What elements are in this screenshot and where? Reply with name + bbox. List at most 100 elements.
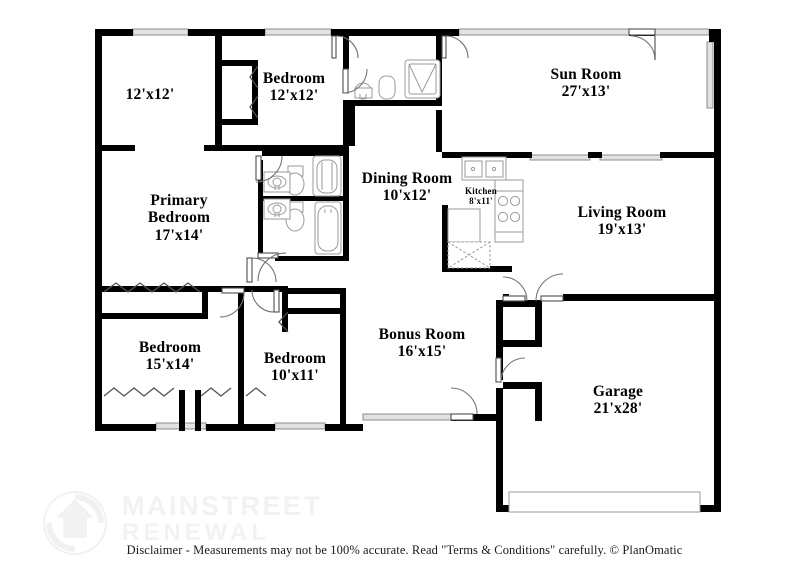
room-dimensions: 21'x28' bbox=[593, 400, 643, 418]
wall-bed2-closet-bottom bbox=[222, 119, 258, 125]
wall-sun-living-divider-1 bbox=[442, 152, 532, 158]
door-sunroom-entry bbox=[628, 28, 656, 61]
refrigerator bbox=[447, 208, 481, 243]
door-hall-bath bbox=[257, 252, 287, 282]
utility-shower bbox=[404, 59, 441, 99]
room-name: Living Room bbox=[577, 204, 667, 221]
wall-bath-top bbox=[262, 151, 349, 156]
wall-bed2-right-2 bbox=[343, 100, 349, 149]
window-living-a bbox=[529, 154, 591, 161]
room-label-bedroom-2: Bedroom 12'x12' bbox=[247, 70, 341, 105]
closet-rod-bed4 bbox=[200, 387, 232, 397]
wall-ext-garage-left bbox=[496, 420, 503, 512]
closet-rod-bed3 bbox=[103, 387, 175, 397]
room-dimensions: 10'x12' bbox=[382, 187, 432, 205]
wall-ext-right-1 bbox=[714, 36, 721, 108]
wall-ext-top-1 bbox=[95, 29, 133, 36]
door-living-hall bbox=[535, 273, 564, 302]
wall-utility-left-low bbox=[349, 100, 355, 146]
door-primary-bath bbox=[246, 257, 277, 283]
sink-hall bbox=[263, 198, 291, 220]
wall-dining-sunroom bbox=[436, 110, 442, 152]
closet-rod-primary bbox=[103, 282, 201, 293]
door-bonus-hall bbox=[502, 276, 528, 302]
wall-bed4-closet-h bbox=[282, 308, 346, 314]
room-label-garage: Garage 21'x28' bbox=[566, 383, 670, 418]
window-bottom-bonus bbox=[362, 413, 452, 421]
wall-bonus-niche-top bbox=[503, 300, 541, 307]
room-name: Bedroom bbox=[263, 350, 327, 367]
room-label-flex-room: 12'x12' bbox=[103, 86, 197, 103]
kitchen-sink bbox=[461, 156, 507, 181]
kitchen-counter-range bbox=[494, 179, 524, 243]
room-dimensions: 15'x14' bbox=[145, 356, 195, 374]
room-label-bedroom-4: Bedroom 10'x11' bbox=[243, 350, 347, 385]
wall-bed2-closet-top bbox=[222, 60, 258, 66]
wall-bed3-bed4-divider bbox=[238, 313, 244, 431]
room-dimensions: 8'x11' bbox=[469, 196, 493, 207]
wall-bed2-closet-right bbox=[252, 60, 258, 125]
sink-primary bbox=[263, 171, 291, 193]
room-name: Bonus Room bbox=[378, 326, 466, 343]
room-dimensions: 16'x15' bbox=[397, 343, 447, 361]
room-name: Garage bbox=[592, 383, 644, 400]
room-name: Sun Room bbox=[550, 66, 622, 83]
wall-hall-divider bbox=[282, 286, 288, 294]
door-bonus-garage bbox=[495, 357, 526, 383]
wall-bed4-closet-low-b bbox=[238, 390, 244, 431]
room-label-sun-room: Sun Room 27'x13' bbox=[534, 66, 638, 101]
wall-bonus-low-right bbox=[503, 382, 542, 389]
wall-ext-top-2 bbox=[188, 29, 265, 36]
room-label-dining-room: Dining Room 10'x12' bbox=[360, 170, 454, 205]
utility-sink bbox=[378, 75, 396, 100]
room-label-living-room: Living Room 19'x13' bbox=[570, 204, 674, 239]
window-top-flex bbox=[132, 28, 189, 36]
bifold-bed4-closet bbox=[278, 311, 289, 333]
wall-bed4-closet-low-a bbox=[195, 390, 201, 431]
wall-bonus-niche-bottom bbox=[503, 340, 542, 347]
room-label-bonus-room: Bonus Room 16'x15' bbox=[375, 326, 469, 361]
room-dimensions: 12'x12' bbox=[125, 86, 175, 103]
wall-flex-bed2-divider bbox=[215, 36, 222, 149]
wall-bonus-niche-right bbox=[535, 300, 542, 346]
room-name: Dining Room bbox=[361, 170, 453, 187]
window-top-sunroom-b bbox=[654, 28, 710, 36]
room-name: Bedroom bbox=[262, 70, 326, 87]
garage-door bbox=[508, 491, 701, 513]
kitchen-island-dashed bbox=[447, 241, 491, 269]
door-bed4 bbox=[251, 289, 280, 313]
wall-group bbox=[95, 29, 721, 512]
window-living-b bbox=[599, 154, 663, 161]
wall-bath-right bbox=[343, 151, 349, 261]
window-top-bed2 bbox=[264, 28, 332, 36]
bathtub-hall bbox=[314, 201, 342, 255]
door-utility bbox=[441, 35, 469, 59]
disclaimer-text: Disclaimer - Measurements may not be 100… bbox=[126, 543, 683, 557]
wall-ext-left bbox=[95, 29, 102, 431]
wall-bath-left-lower bbox=[258, 201, 263, 253]
window-bottom-bed4 bbox=[274, 422, 326, 430]
room-label-primary-bedroom: Primary Bedroom 17'x14' bbox=[122, 192, 236, 244]
bifold-bed2-closet-lower bbox=[249, 95, 259, 119]
water-heater bbox=[354, 82, 373, 100]
wall-below-bed2 bbox=[204, 145, 349, 151]
wall-utility-bottom bbox=[349, 100, 442, 106]
closet-rod-bed4b bbox=[245, 387, 267, 397]
door-bed2-hall bbox=[342, 68, 368, 94]
room-dimensions: 17'x14' bbox=[154, 226, 204, 244]
room-dimensions: 19'x13' bbox=[597, 221, 647, 239]
bifold-door-group bbox=[249, 65, 289, 333]
room-label-kitchen: Kitchen 8'x11' bbox=[452, 186, 510, 206]
wall-primary-bottom bbox=[202, 286, 208, 316]
room-name: Primary Bedroom bbox=[147, 192, 211, 227]
wall-primary-closet-bottom bbox=[95, 286, 207, 292]
wall-sun-living-divider-3 bbox=[660, 152, 721, 158]
room-dimensions: 27'x13' bbox=[561, 83, 611, 101]
wall-utility-right bbox=[436, 36, 442, 76]
door-primary-bedroom bbox=[255, 155, 283, 183]
door-bed2 bbox=[331, 35, 359, 59]
window-right-sunroom bbox=[706, 41, 714, 109]
room-name: Bedroom bbox=[138, 339, 202, 356]
wall-sun-living-divider-2 bbox=[588, 152, 602, 158]
wall-bonus-right bbox=[496, 300, 503, 380]
